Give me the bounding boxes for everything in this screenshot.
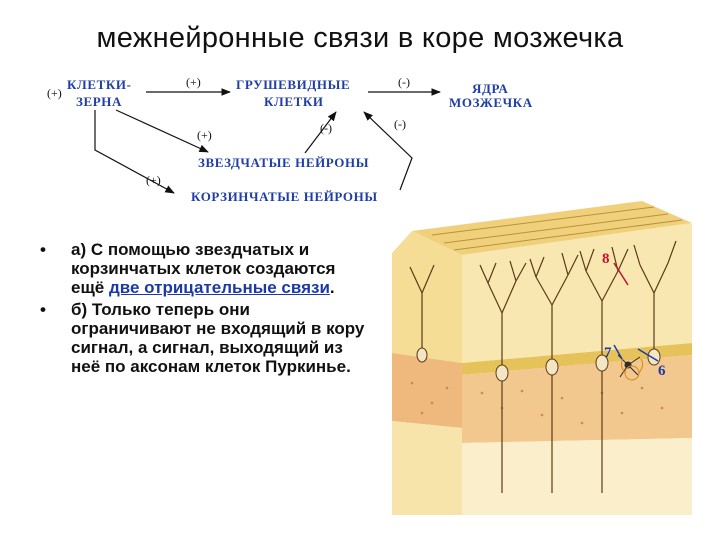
bullet-marker: • (40, 300, 46, 319)
label-pointer-7 (613, 344, 623, 360)
basket-neuron (620, 358, 644, 381)
sign-stellate-to-purkinje: (-) (320, 121, 332, 135)
white-matter-side (462, 438, 692, 515)
bullet-marker: • (40, 240, 46, 259)
illustration-label-6: 6 (658, 363, 666, 379)
sign-input: (+) (47, 86, 62, 100)
node-granule-cells-line2: ЗЕРНА (76, 94, 122, 109)
cerebellar-cortex-illustration: 8 7 6 (392, 201, 692, 515)
arrow-basket-to-purkinje (363, 111, 413, 191)
arrow-granule-to-basket (94, 110, 175, 194)
node-purkinje-cells-line2: КЛЕТКИ (264, 94, 324, 109)
illustration-label-7: 7 (604, 345, 612, 361)
sign-granule-to-purkinje: (+) (186, 75, 201, 89)
sign-granule-to-basket: (+) (146, 173, 161, 187)
node-cerebellar-nuclei-line2: МОЗЖЕЧКА (449, 95, 533, 110)
bullet-a-text-end: . (329, 278, 335, 297)
arrow-granule-to-stellate (115, 109, 209, 153)
bullet-item-b: • б) Только теперь они ограничивают не в… (40, 300, 370, 376)
purkinje-layer-side (462, 343, 692, 375)
slide-title: межнейронные связи в коре мозжечка (96, 22, 624, 54)
granular-layer-side (462, 355, 692, 443)
bullet-list: • а) С помощью звездчатых и корзинчатых … (40, 240, 370, 379)
stellate-neuron (617, 354, 641, 378)
parallel-fibers-top (431, 206, 683, 251)
connection-diagram: (+) КЛЕТКИ- ЗЕРНА ГРУШЕВИДНЫЕ КЛЕТКИ ЯДР… (47, 75, 533, 204)
sign-granule-to-stellate: (+) (197, 128, 212, 142)
bullet-item-a: • а) С помощью звездчатых и корзинчатых … (40, 240, 370, 297)
purkinje-cell-bodies (416, 347, 661, 382)
purkinje-cells (409, 240, 677, 493)
label-pointer-6 (637, 348, 659, 362)
bullet-b-text: б) Только теперь они ограничивают не вхо… (71, 300, 365, 376)
molecular-layer-front (392, 231, 462, 363)
bullet-a-highlight: две отрицательные связи (108, 278, 330, 297)
white-matter-front (392, 421, 462, 515)
sign-purkinje-to-nuclei: (-) (398, 75, 410, 89)
node-stellate-neurons: ЗВЕЗДЧАТЫЕ НЕЙРОНЫ (198, 155, 369, 170)
illustration-label-8: 8 (602, 251, 610, 267)
node-granule-cells-line1: КЛЕТКИ- (67, 77, 132, 92)
arrow-stellate-to-purkinje (304, 111, 337, 154)
label-pointer-8 (613, 262, 629, 286)
node-purkinje-cells-line1: ГРУШЕВИДНЫЕ (236, 77, 350, 92)
cortex-top-surface (412, 201, 692, 255)
granular-layer-front (392, 353, 462, 428)
node-cerebellar-nuclei-line1: ЯДРА (472, 81, 508, 96)
sign-basket-to-purkinje: (-) (394, 117, 406, 131)
node-basket-neurons: КОРЗИНЧАТЫЕ НЕЙРОНЫ (191, 189, 378, 204)
bullet-a-text: а) С помощью звездчатых и корзинчатых кл… (71, 240, 336, 297)
molecular-layer-side (462, 223, 692, 363)
